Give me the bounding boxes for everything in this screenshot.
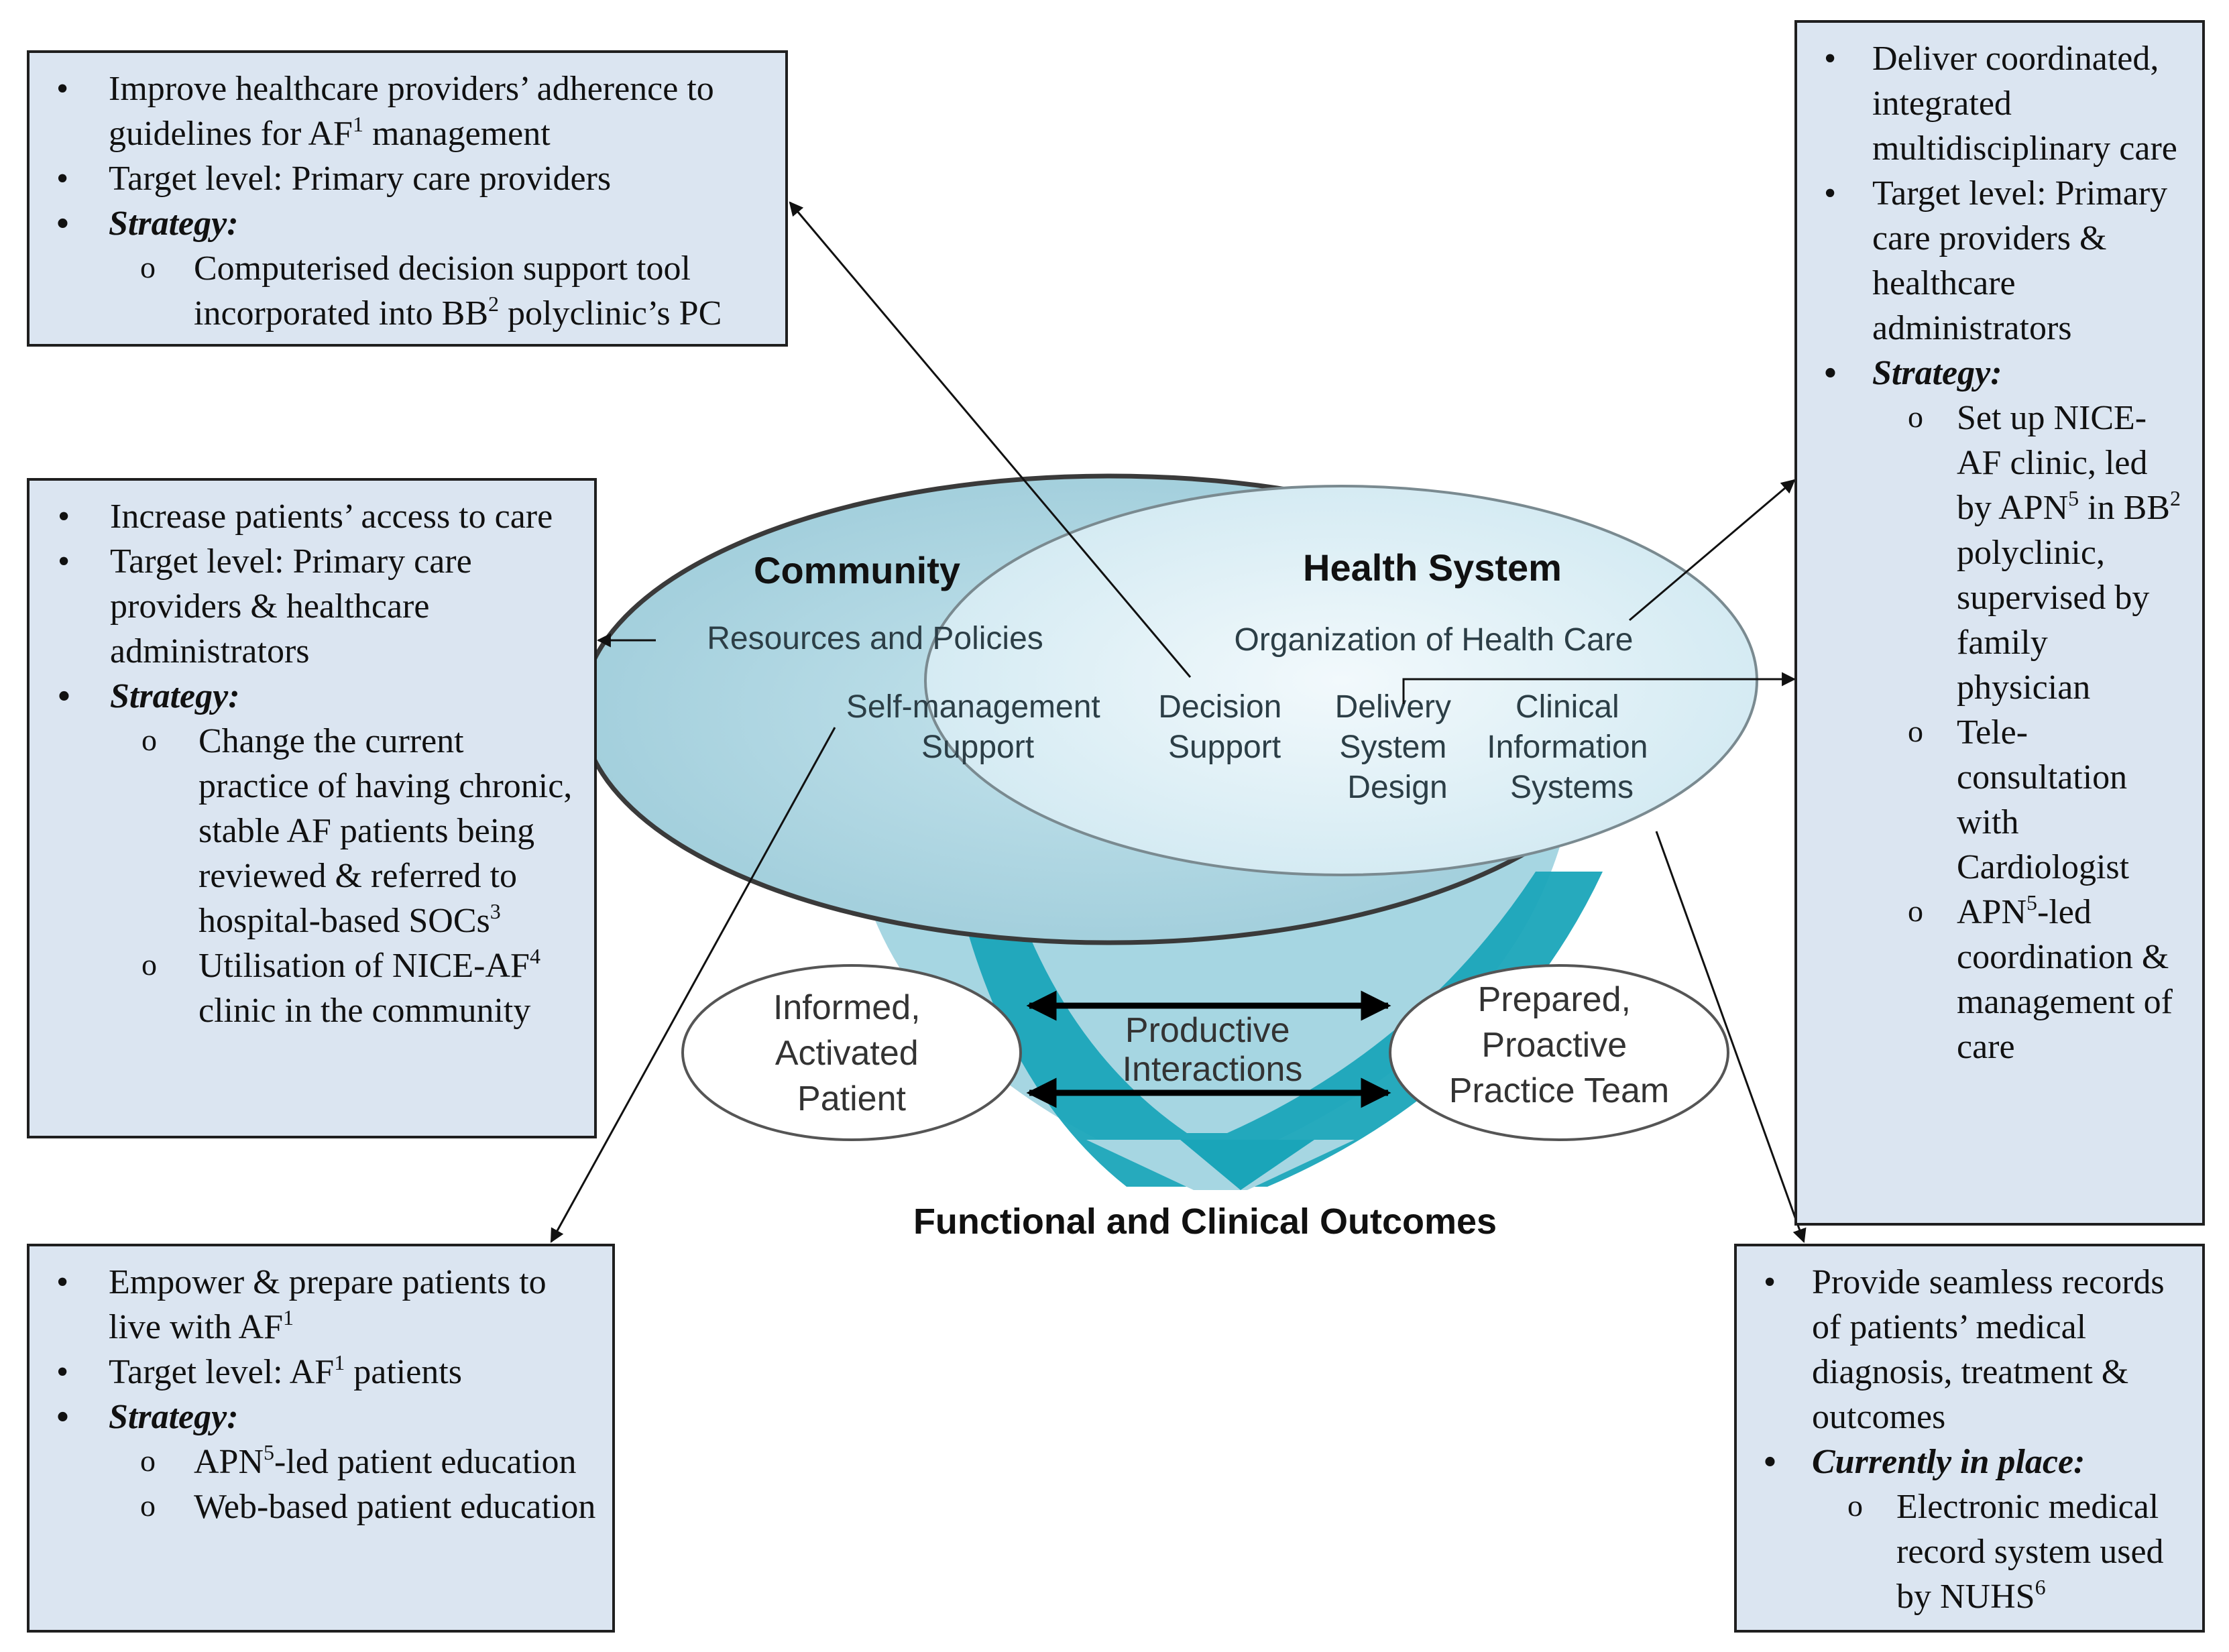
bullet-currently-in-place: Currently in place: bbox=[1744, 1439, 2190, 1484]
sub-bullet: Electronic medical record system used by… bbox=[1744, 1483, 2190, 1619]
resources-policies-label: Resources and Policies bbox=[707, 621, 1043, 656]
delivery-system-box: Deliver coordinated, integrated multidis… bbox=[1794, 20, 2205, 1226]
connector-delivery-system bbox=[1402, 672, 1796, 704]
self-management-box: Empower & prepare patients to live with … bbox=[27, 1244, 615, 1633]
delivery-system-design-label: Delivery System Design bbox=[1335, 689, 1461, 805]
connector-self-management bbox=[550, 727, 836, 1243]
bullet-strategy: Strategy: bbox=[1804, 351, 2189, 396]
sub-bullet: Set up NICE-AF clinic, led by APN5 in BB… bbox=[1804, 394, 2189, 710]
bullet-target-level: Target level: AF1 patients bbox=[36, 1350, 600, 1395]
bullet-goal: Empower & prepare patients to live with … bbox=[36, 1260, 600, 1350]
health-system-ellipse bbox=[924, 485, 1758, 876]
bullet-strategy: Strategy: bbox=[36, 1395, 600, 1439]
health-system-label: Health System bbox=[1303, 546, 1562, 589]
community-resources-box: Increase patients’ access to care Target… bbox=[27, 478, 597, 1138]
bullet-target-level: Target level: Primary care providers & h… bbox=[1804, 171, 2189, 351]
self-management-label: Self-management Support bbox=[846, 689, 1109, 765]
clinical-information-systems-label: Clinical Information Systems bbox=[1487, 689, 1656, 805]
bullet-goal: Improve healthcare providers’ adherence … bbox=[36, 66, 773, 156]
bullet-target-level: Target level: Primary care providers & h… bbox=[38, 539, 582, 674]
sub-bullet: APN5-led patient education bbox=[36, 1438, 600, 1484]
connector-clinical-info bbox=[1655, 831, 1807, 1243]
community-label: Community bbox=[754, 549, 960, 591]
sub-bullet: Tele-consultation with Cardiologist bbox=[1804, 709, 2189, 890]
sub-bullet: Web-based patient education bbox=[36, 1483, 600, 1529]
practice-team-ellipse bbox=[1389, 964, 1729, 1141]
bullet-goal: Increase patients’ access to care bbox=[38, 494, 582, 539]
bullet-strategy: Strategy: bbox=[38, 674, 582, 719]
connector-decision-support bbox=[789, 201, 1192, 678]
decision-support-box: Improve healthcare providers’ adherence … bbox=[27, 50, 788, 347]
sub-bullet: Change the current practice of having ch… bbox=[38, 717, 582, 943]
patient-label: Informed, Activated Patient bbox=[773, 988, 930, 1118]
sub-bullet: Computerised decision support tool incor… bbox=[36, 245, 773, 336]
bullet-goal: Deliver coordinated, integrated multidis… bbox=[1804, 36, 2189, 171]
clinical-information-box: Provide seamless records of patients’ me… bbox=[1734, 1244, 2205, 1633]
sub-bullet: Utilisation of NICE-AF4 clinic in the co… bbox=[38, 942, 582, 1033]
bullet-goal: Provide seamless records of patients’ me… bbox=[1744, 1260, 2190, 1439]
productive-interactions-label: Productive Interactions bbox=[1123, 1011, 1303, 1089]
outcomes-label: Functional and Clinical Outcomes bbox=[913, 1201, 1497, 1242]
organization-label: Organization of Health Care bbox=[1235, 622, 1634, 658]
bullet-target-level: Target level: Primary care providers bbox=[36, 156, 773, 201]
practice-team-label: Prepared, Proactive Practice Team bbox=[1449, 980, 1670, 1110]
connector-organization bbox=[1629, 479, 1796, 622]
bullet-strategy: Strategy: bbox=[36, 201, 773, 246]
decision-support-label: Decision Support bbox=[1158, 689, 1290, 765]
patient-ellipse bbox=[681, 964, 1022, 1141]
sub-bullet: APN5-led coordination & management of ca… bbox=[1804, 888, 2189, 1069]
